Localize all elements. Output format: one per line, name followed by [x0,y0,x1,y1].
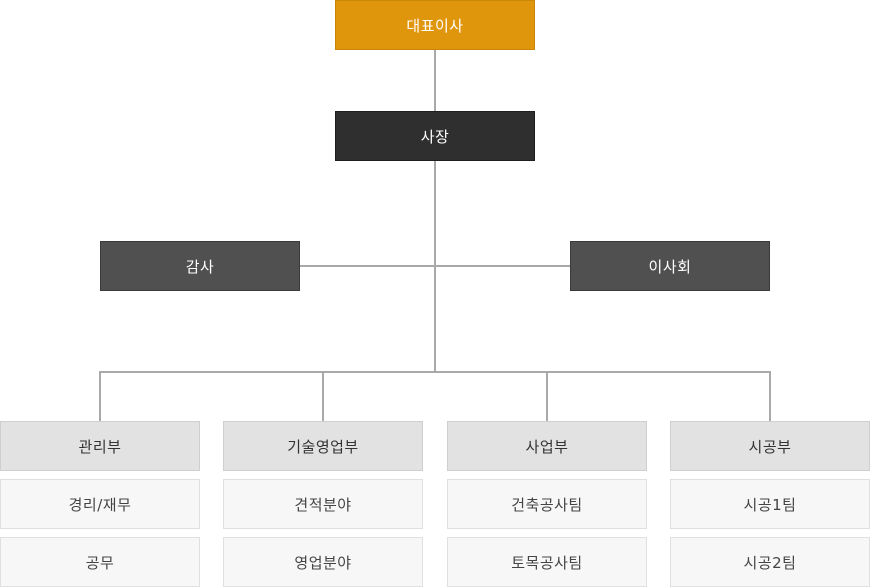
auditor-box: 감사 [100,241,300,291]
connector-dept-2 [322,371,324,421]
connector-dept-1 [99,371,101,421]
connector-ceo-president [434,49,436,111]
president-box: 사장 [335,111,535,161]
connector-dept-4 [769,371,771,421]
ceo-box: 대표이사 [335,0,535,50]
team-box-3-2: 토목공사팀 [447,537,647,587]
department-box-3: 사업부 [447,421,647,471]
board-box: 이사회 [570,241,770,291]
team-box-4-1: 시공1팀 [670,479,870,529]
department-box-4: 시공부 [670,421,870,471]
connector-side-horizontal [299,265,570,267]
connector-dept-3 [546,371,548,421]
department-box-2: 기술영업부 [223,421,423,471]
team-box-4-2: 시공2팀 [670,537,870,587]
team-box-1-1: 경리/재무 [0,479,200,529]
connector-departments-horizontal [99,371,771,373]
team-box-3-1: 건축공사팀 [447,479,647,529]
team-box-2-1: 견적분야 [223,479,423,529]
team-box-2-2: 영업분야 [223,537,423,587]
department-box-1: 관리부 [0,421,200,471]
team-box-1-2: 공무 [0,537,200,587]
